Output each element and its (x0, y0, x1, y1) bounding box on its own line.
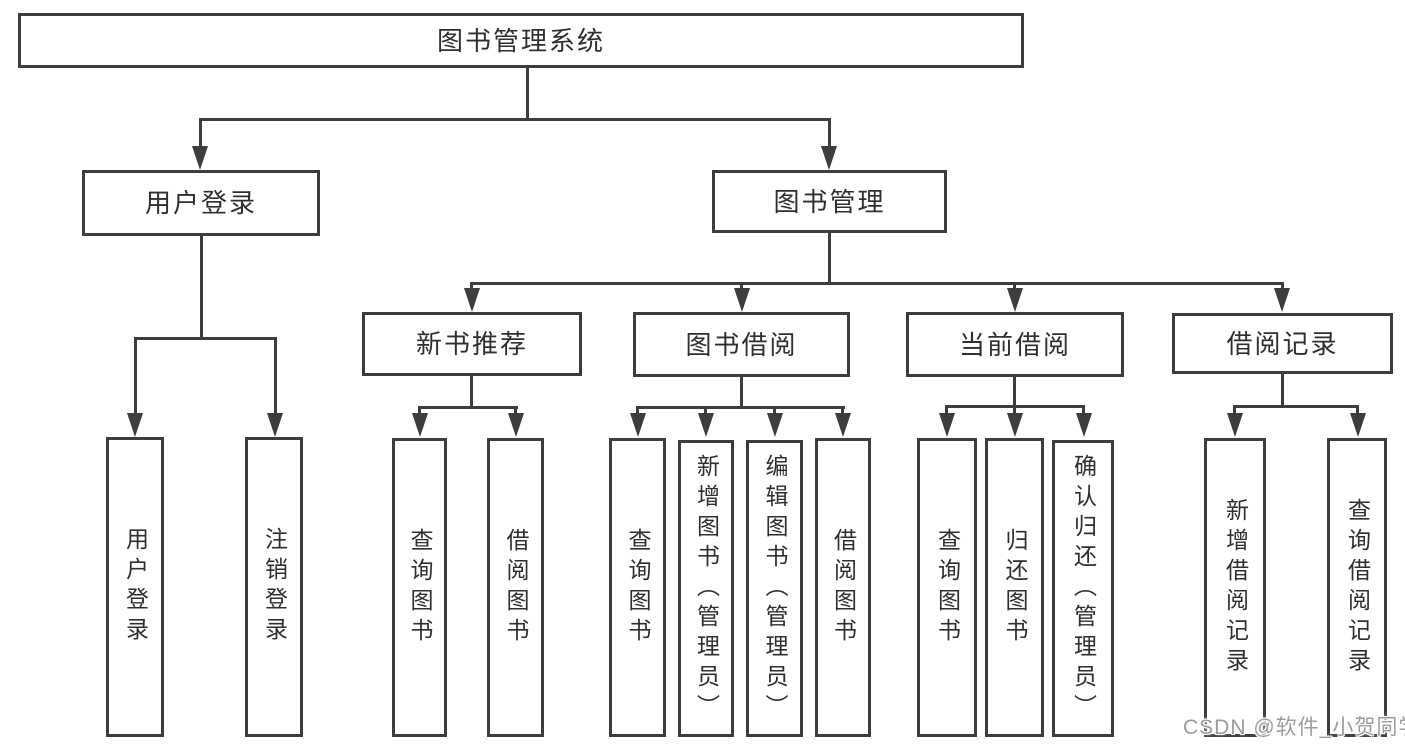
connector-drop-g3-add (704, 406, 707, 416)
connector-drop-g4-return (1013, 405, 1016, 416)
leaf-return-book-label: 归还图书 (1002, 527, 1028, 648)
arrowhead-new-book (464, 288, 480, 312)
node-book-management: 图书管理 (712, 170, 947, 233)
arrowhead-g5-query (1350, 413, 1366, 437)
connector-book-management-stub (828, 233, 831, 284)
connector-borrow-records-stub (1281, 374, 1284, 407)
leaf-query-books-1: 查询图书 (392, 438, 447, 737)
node-borrow-records: 借阅记录 (1172, 313, 1393, 374)
connector-drop-g2-query (418, 406, 421, 416)
arrowhead-g3-query (630, 413, 646, 437)
arrowhead-g4-confirm (1076, 413, 1092, 437)
arrowhead-g3-add (698, 413, 714, 437)
connector-drop-leaf-logout (274, 337, 277, 415)
leaf-add-borrow-record: 新增借阅记录 (1204, 438, 1266, 737)
leaf-add-book-admin: 新增图书（管理员） (678, 440, 734, 737)
arrowhead-g2-borrow (508, 413, 524, 437)
node-current-borrow-label: 当前借阅 (958, 329, 1071, 360)
connector-drop-user-login (199, 118, 202, 148)
arrowhead-g3-borrow (835, 413, 851, 437)
connector-level2-bar (199, 118, 831, 121)
node-new-book-recommend-label: 新书推荐 (415, 329, 528, 359)
leaf-add-book-admin-label: 新增图书（管理员） (693, 453, 720, 724)
arrowhead-g4-return (1007, 413, 1023, 437)
node-new-book-recommend: 新书推荐 (362, 312, 582, 376)
node-book-borrow: 图书借阅 (633, 312, 850, 377)
connector-drop-g3-borrow (841, 406, 844, 416)
leaf-query-borrow-record-label: 查询借阅记录 (1344, 497, 1371, 678)
leaf-edit-book-admin: 编辑图书（管理员） (746, 440, 803, 737)
connector-current-borrow-stub (1013, 377, 1016, 407)
leaf-add-borrow-record-label: 新增借阅记录 (1222, 497, 1249, 678)
leaf-return-book: 归还图书 (985, 438, 1044, 737)
leaf-query-books-2-label: 查询图书 (625, 527, 651, 648)
leaf-query-books-2: 查询图书 (609, 438, 666, 737)
arrowhead-borrow-records (1274, 288, 1290, 312)
arrowhead-book-management (821, 146, 837, 170)
node-root: 图书管理系统 (18, 13, 1024, 68)
arrowhead-g2-query (412, 413, 428, 437)
leaf-logout-login-label: 注销登录 (261, 527, 288, 647)
connector-drop-borrow-records (1281, 282, 1284, 292)
connector-book-borrow-stub (740, 377, 743, 408)
connector-drop-book-borrow (740, 282, 743, 292)
connector-drop-new-book (470, 282, 473, 292)
node-user-login-label: 用户登录 (144, 188, 257, 218)
node-borrow-records-label: 借阅记录 (1226, 328, 1339, 359)
connector-user-login-stub (200, 236, 203, 340)
leaf-borrow-books-2: 借阅图书 (815, 438, 871, 737)
node-book-borrow-label: 图书借阅 (685, 329, 798, 360)
connector-drop-current-borrow (1013, 282, 1016, 292)
node-root-label: 图书管理系统 (436, 25, 605, 56)
node-current-borrow: 当前借阅 (906, 312, 1124, 377)
connector-drop-g3-query (636, 406, 639, 416)
leaf-borrow-books-2-label: 借阅图书 (830, 527, 857, 648)
arrowhead-g4-query (939, 413, 955, 437)
connector-book-borrow-bar (636, 406, 845, 409)
connector-drop-g5-add (1233, 405, 1236, 416)
arrowhead-leaf-logout (267, 413, 283, 437)
arrowhead-g5-add (1227, 413, 1243, 437)
connector-drop-g2-borrow (514, 406, 517, 416)
leaf-borrow-books-1: 借阅图书 (487, 438, 544, 737)
arrowhead-current-borrow (1007, 288, 1023, 312)
connector-drop-book-management (828, 118, 831, 148)
leaf-confirm-return-admin-label: 确认归还（管理员） (1070, 453, 1097, 724)
connector-drop-g4-confirm (1082, 405, 1085, 416)
connector-drop-g5-query (1356, 405, 1359, 416)
leaf-user-login: 用户登录 (106, 437, 164, 737)
connector-root-stub (526, 68, 529, 121)
node-book-management-label: 图书管理 (773, 186, 886, 217)
node-user-login: 用户登录 (82, 170, 320, 236)
csdn-watermark: CSDN @软件_小贺同学 (1183, 716, 1405, 739)
connector-drop-g3-edit (773, 406, 776, 416)
leaf-query-books-1-label: 查询图书 (407, 527, 433, 648)
leaf-borrow-books-1-label: 借阅图书 (503, 527, 529, 648)
connector-drop-g4-query (945, 405, 948, 416)
arrowhead-leaf-user-login (127, 413, 143, 437)
connector-user-login-bar (134, 337, 277, 340)
leaf-query-books-3-label: 查询图书 (934, 527, 961, 648)
connector-new-book-stub (470, 376, 473, 408)
leaf-query-borrow-record: 查询借阅记录 (1327, 438, 1387, 737)
arrowhead-book-borrow (734, 288, 750, 312)
arrowhead-user-login (192, 146, 208, 170)
connector-drop-leaf-user-login (134, 337, 137, 415)
connector-level3-bar (470, 282, 1284, 285)
connector-borrow-records-bar (1233, 405, 1359, 408)
leaf-edit-book-admin-label: 编辑图书（管理员） (762, 453, 788, 724)
leaf-query-books-3: 查询图书 (917, 438, 977, 737)
arrowhead-g3-edit (767, 413, 783, 437)
leaf-confirm-return-admin: 确认归还（管理员） (1052, 440, 1114, 737)
leaf-user-login-label: 用户登录 (122, 527, 149, 647)
connector-new-book-bar (418, 406, 518, 409)
leaf-logout-login: 注销登录 (245, 437, 303, 737)
